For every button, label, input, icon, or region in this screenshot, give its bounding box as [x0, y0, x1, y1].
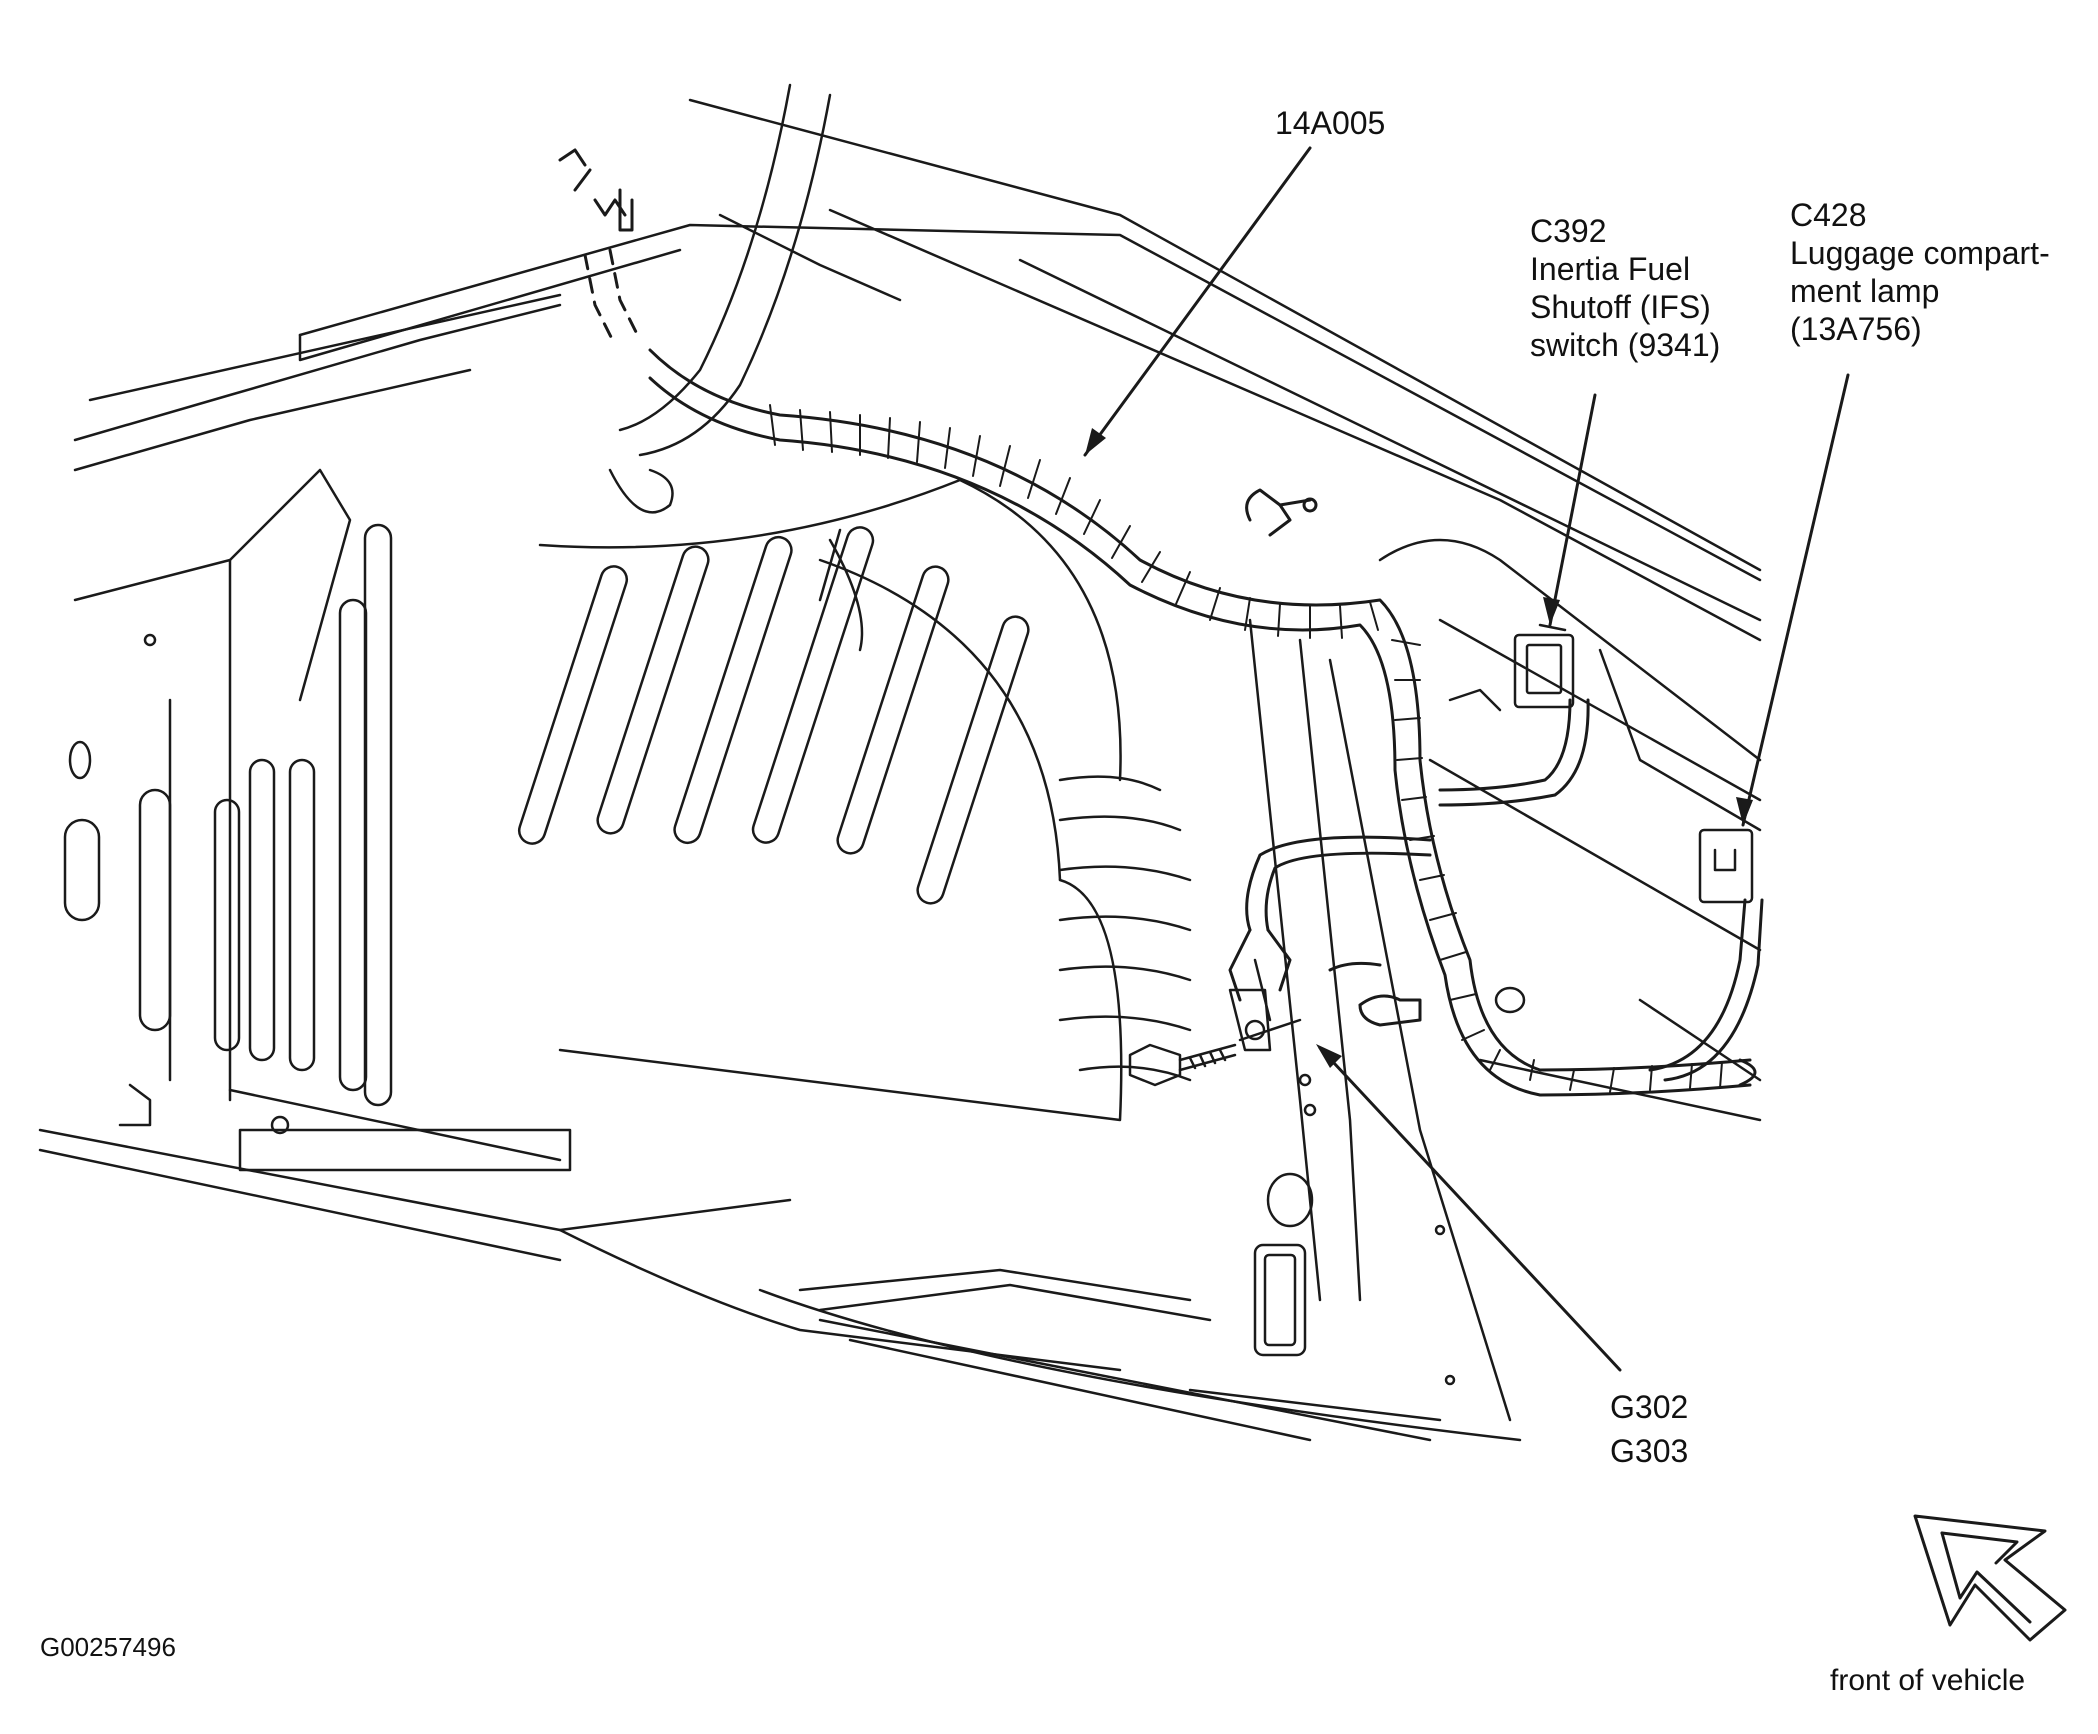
- leader-c428: [1741, 373, 1850, 827]
- label-g303: G303: [1610, 1433, 1689, 1469]
- arrowhead-ground: [1316, 1044, 1342, 1068]
- label-c392-line1: C392: [1530, 213, 1607, 249]
- c428-connector: [1698, 828, 1754, 904]
- arrowhead-14A005: [1085, 428, 1106, 455]
- figure-id: G00257496: [40, 1632, 176, 1662]
- front-of-vehicle-label: front of vehicle: [1830, 1664, 2026, 1697]
- rear-pillar: [1248, 618, 1512, 1422]
- upper-body-panel: [73, 98, 1762, 642]
- leader-lines: [1083, 146, 1850, 1372]
- label-ground: G302 G303: [1610, 1385, 1688, 1473]
- label-c392-line2: Inertia Fuel: [1530, 251, 1691, 287]
- arrow-up-left-icon: [1913, 1514, 2067, 1642]
- label-c392-line4: switch (9341): [1530, 327, 1721, 363]
- label-c428-line4: (13A756): [1790, 311, 1922, 347]
- trunk-floor: [558, 1228, 1522, 1442]
- label-c428-line3: ment lamp: [1790, 273, 1940, 309]
- quarter-panel: [1378, 538, 1762, 1122]
- label-c428-line2: Luggage compart-: [1790, 235, 2050, 271]
- label-g302: G302: [1610, 1389, 1689, 1425]
- wheel-well-panel: [517, 478, 1192, 1122]
- arrowhead-c428: [1736, 797, 1753, 825]
- label-c428: C428 Luggage compart- ment lamp (13A756): [1790, 196, 2050, 348]
- leader-ground: [1318, 1046, 1622, 1372]
- leader-c392: [1548, 393, 1597, 627]
- c392-connector: [1513, 623, 1575, 709]
- left-side-wall: [38, 468, 792, 1262]
- arrowhead-c392: [1543, 597, 1560, 625]
- label-c428-line1: C428: [1790, 197, 1867, 233]
- label-c392: C392 Inertia Fuel Shutoff (IFS) switch (…: [1530, 212, 1720, 364]
- leader-14A005: [1083, 146, 1312, 457]
- pillar: [608, 83, 832, 514]
- label-14A005: 14A005: [1275, 105, 1386, 141]
- ground-terminals: [1128, 958, 1302, 1087]
- label-c392-line3: Shutoff (IFS): [1530, 289, 1711, 325]
- harness-14A005: [558, 148, 1764, 1097]
